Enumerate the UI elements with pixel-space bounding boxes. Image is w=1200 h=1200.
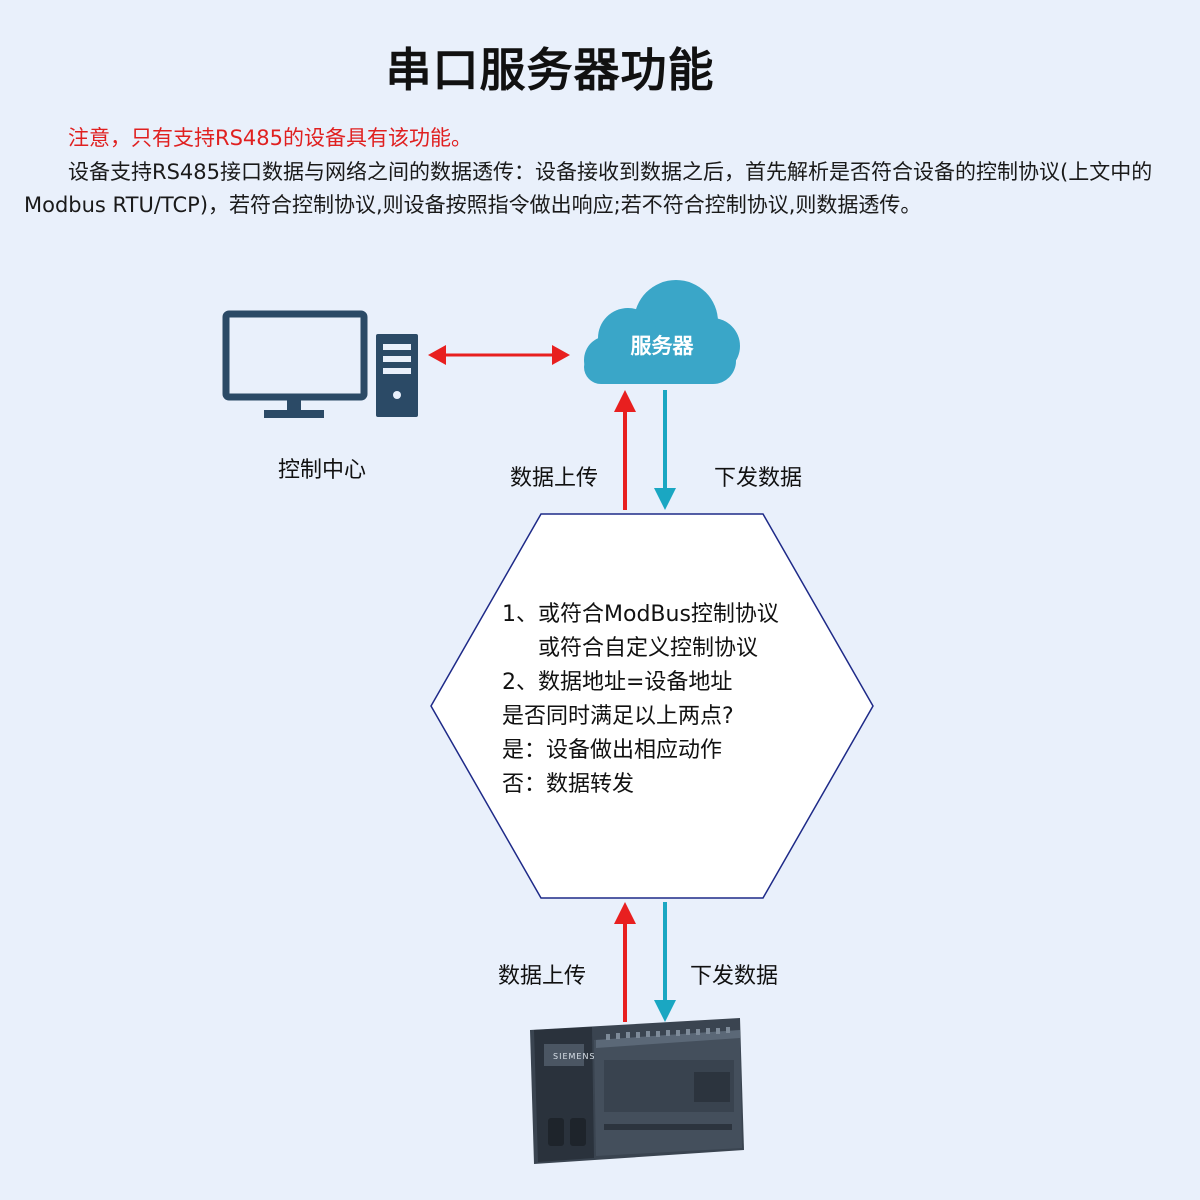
decision-line-4: 是否同时满足以上两点? <box>502 704 734 729</box>
link-arrow-control-server <box>428 345 570 365</box>
server-label: 服务器 <box>630 334 694 358</box>
description-paragraph: 设备支持RS485接口数据与网络之间的数据透传：设备接收到数据之后，首先解析是否… <box>24 160 1153 217</box>
upload-label-top: 数据上传 <box>510 466 599 491</box>
upload-arrow-top <box>614 390 636 510</box>
decision-line-2: 或符合自定义控制协议 <box>538 636 759 661</box>
upload-arrow-bottom <box>614 902 636 1022</box>
page-title: 串口服务器功能 <box>385 43 715 97</box>
decision-line-3: 2、数据地址=设备地址 <box>502 670 733 695</box>
download-arrow-top <box>654 390 676 510</box>
upload-label-bottom: 数据上传 <box>498 964 587 989</box>
plc-brand-label: SIEMENS <box>553 1052 596 1061</box>
cloud-icon <box>584 280 740 384</box>
download-label-top: 下发数据 <box>714 466 803 491</box>
download-arrow-bottom <box>654 902 676 1022</box>
warning-note: 注意，只有支持RS485的设备具有该功能。 <box>68 126 473 150</box>
decision-text: 1、或符合ModBus控制协议 或符合自定义控制协议 2、数据地址=设备地址 是… <box>502 598 779 802</box>
decision-line-6: 否：数据转发 <box>502 772 635 797</box>
plc-icon <box>530 1018 744 1164</box>
decision-line-5: 是：设备做出相应动作 <box>502 738 723 763</box>
computer-icon <box>222 310 418 418</box>
decision-line-1: 1、或符合ModBus控制协议 <box>502 602 779 627</box>
download-label-bottom: 下发数据 <box>690 964 779 989</box>
decision-hexagon <box>430 513 874 899</box>
control-center-label: 控制中心 <box>278 458 367 483</box>
